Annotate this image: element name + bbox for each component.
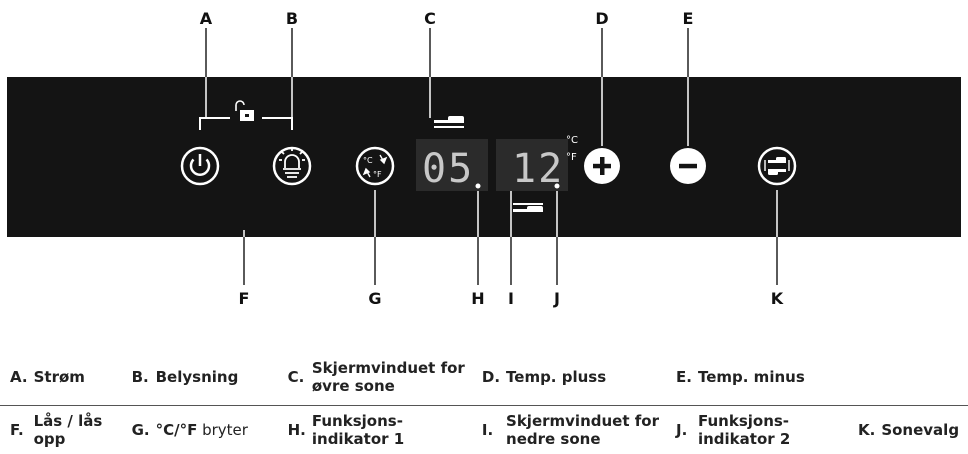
legend-label: Belysning	[150, 349, 278, 406]
function-indicator-2	[555, 184, 560, 189]
legend-label: °C/°F bryter	[150, 406, 278, 454]
callout-k: K	[771, 289, 784, 308]
unit-celsius: °C	[566, 135, 578, 146]
legend-key: C.	[278, 349, 306, 406]
callout-h: H	[471, 289, 484, 308]
toggle-fahrenheit-label: °F	[373, 170, 382, 179]
legend-label	[875, 349, 968, 406]
function-indicator-1	[476, 184, 481, 189]
legend-label: Sonevalg	[875, 406, 968, 454]
minus-icon	[679, 164, 697, 169]
legend-key: I.	[472, 406, 500, 454]
callout-j: J	[553, 289, 560, 308]
unit-fahrenheit: °F	[566, 152, 577, 163]
legend-key: J.	[666, 406, 692, 454]
toggle-celsius-label: °C	[363, 156, 373, 165]
legend-key: H.	[278, 406, 306, 454]
temp-minus-button[interactable]	[670, 148, 706, 184]
legend-label: Strøm	[28, 349, 122, 406]
callout-f: F	[239, 289, 250, 308]
callout-g: G	[368, 289, 381, 308]
callout-e: E	[683, 9, 694, 28]
legend-label: Temp. minus	[692, 349, 848, 406]
temp-plus-button[interactable]	[584, 148, 620, 184]
legend-key: G.	[122, 406, 150, 454]
legend-table: A. Strøm B. Belysning C. Skjermvinduet f…	[0, 349, 968, 454]
callout-b: B	[286, 9, 298, 28]
callout-d: D	[595, 9, 608, 28]
legend-label: Funksjons-indikator 2	[692, 406, 848, 454]
legend-row: A. Strøm B. Belysning C. Skjermvinduet f…	[0, 349, 968, 406]
legend-label: Funksjons-indikator 1	[306, 406, 472, 454]
legend-row: F. Lås / lås opp G. °C/°F bryter H. Funk…	[0, 406, 968, 454]
legend-key: F.	[0, 406, 28, 454]
legend-key: B.	[122, 349, 150, 406]
upper-zone-value: 05	[422, 146, 474, 192]
control-panel-diagram: A B C D E F G H I J K	[0, 0, 968, 320]
legend-label: Skjermvinduet for nedre sone	[500, 406, 666, 454]
callout-a: A	[200, 9, 213, 28]
legend-key: E.	[666, 349, 692, 406]
callout-i: I	[508, 289, 514, 308]
legend-label: Lås / lås opp	[28, 406, 122, 454]
legend-key	[848, 349, 875, 406]
legend-label: Temp. pluss	[500, 349, 666, 406]
legend-key: D.	[472, 349, 500, 406]
legend-label: Skjermvinduet for øvre sone	[306, 349, 472, 406]
callout-c: C	[424, 9, 436, 28]
legend-key: A.	[0, 349, 28, 406]
legend-key: K.	[848, 406, 875, 454]
